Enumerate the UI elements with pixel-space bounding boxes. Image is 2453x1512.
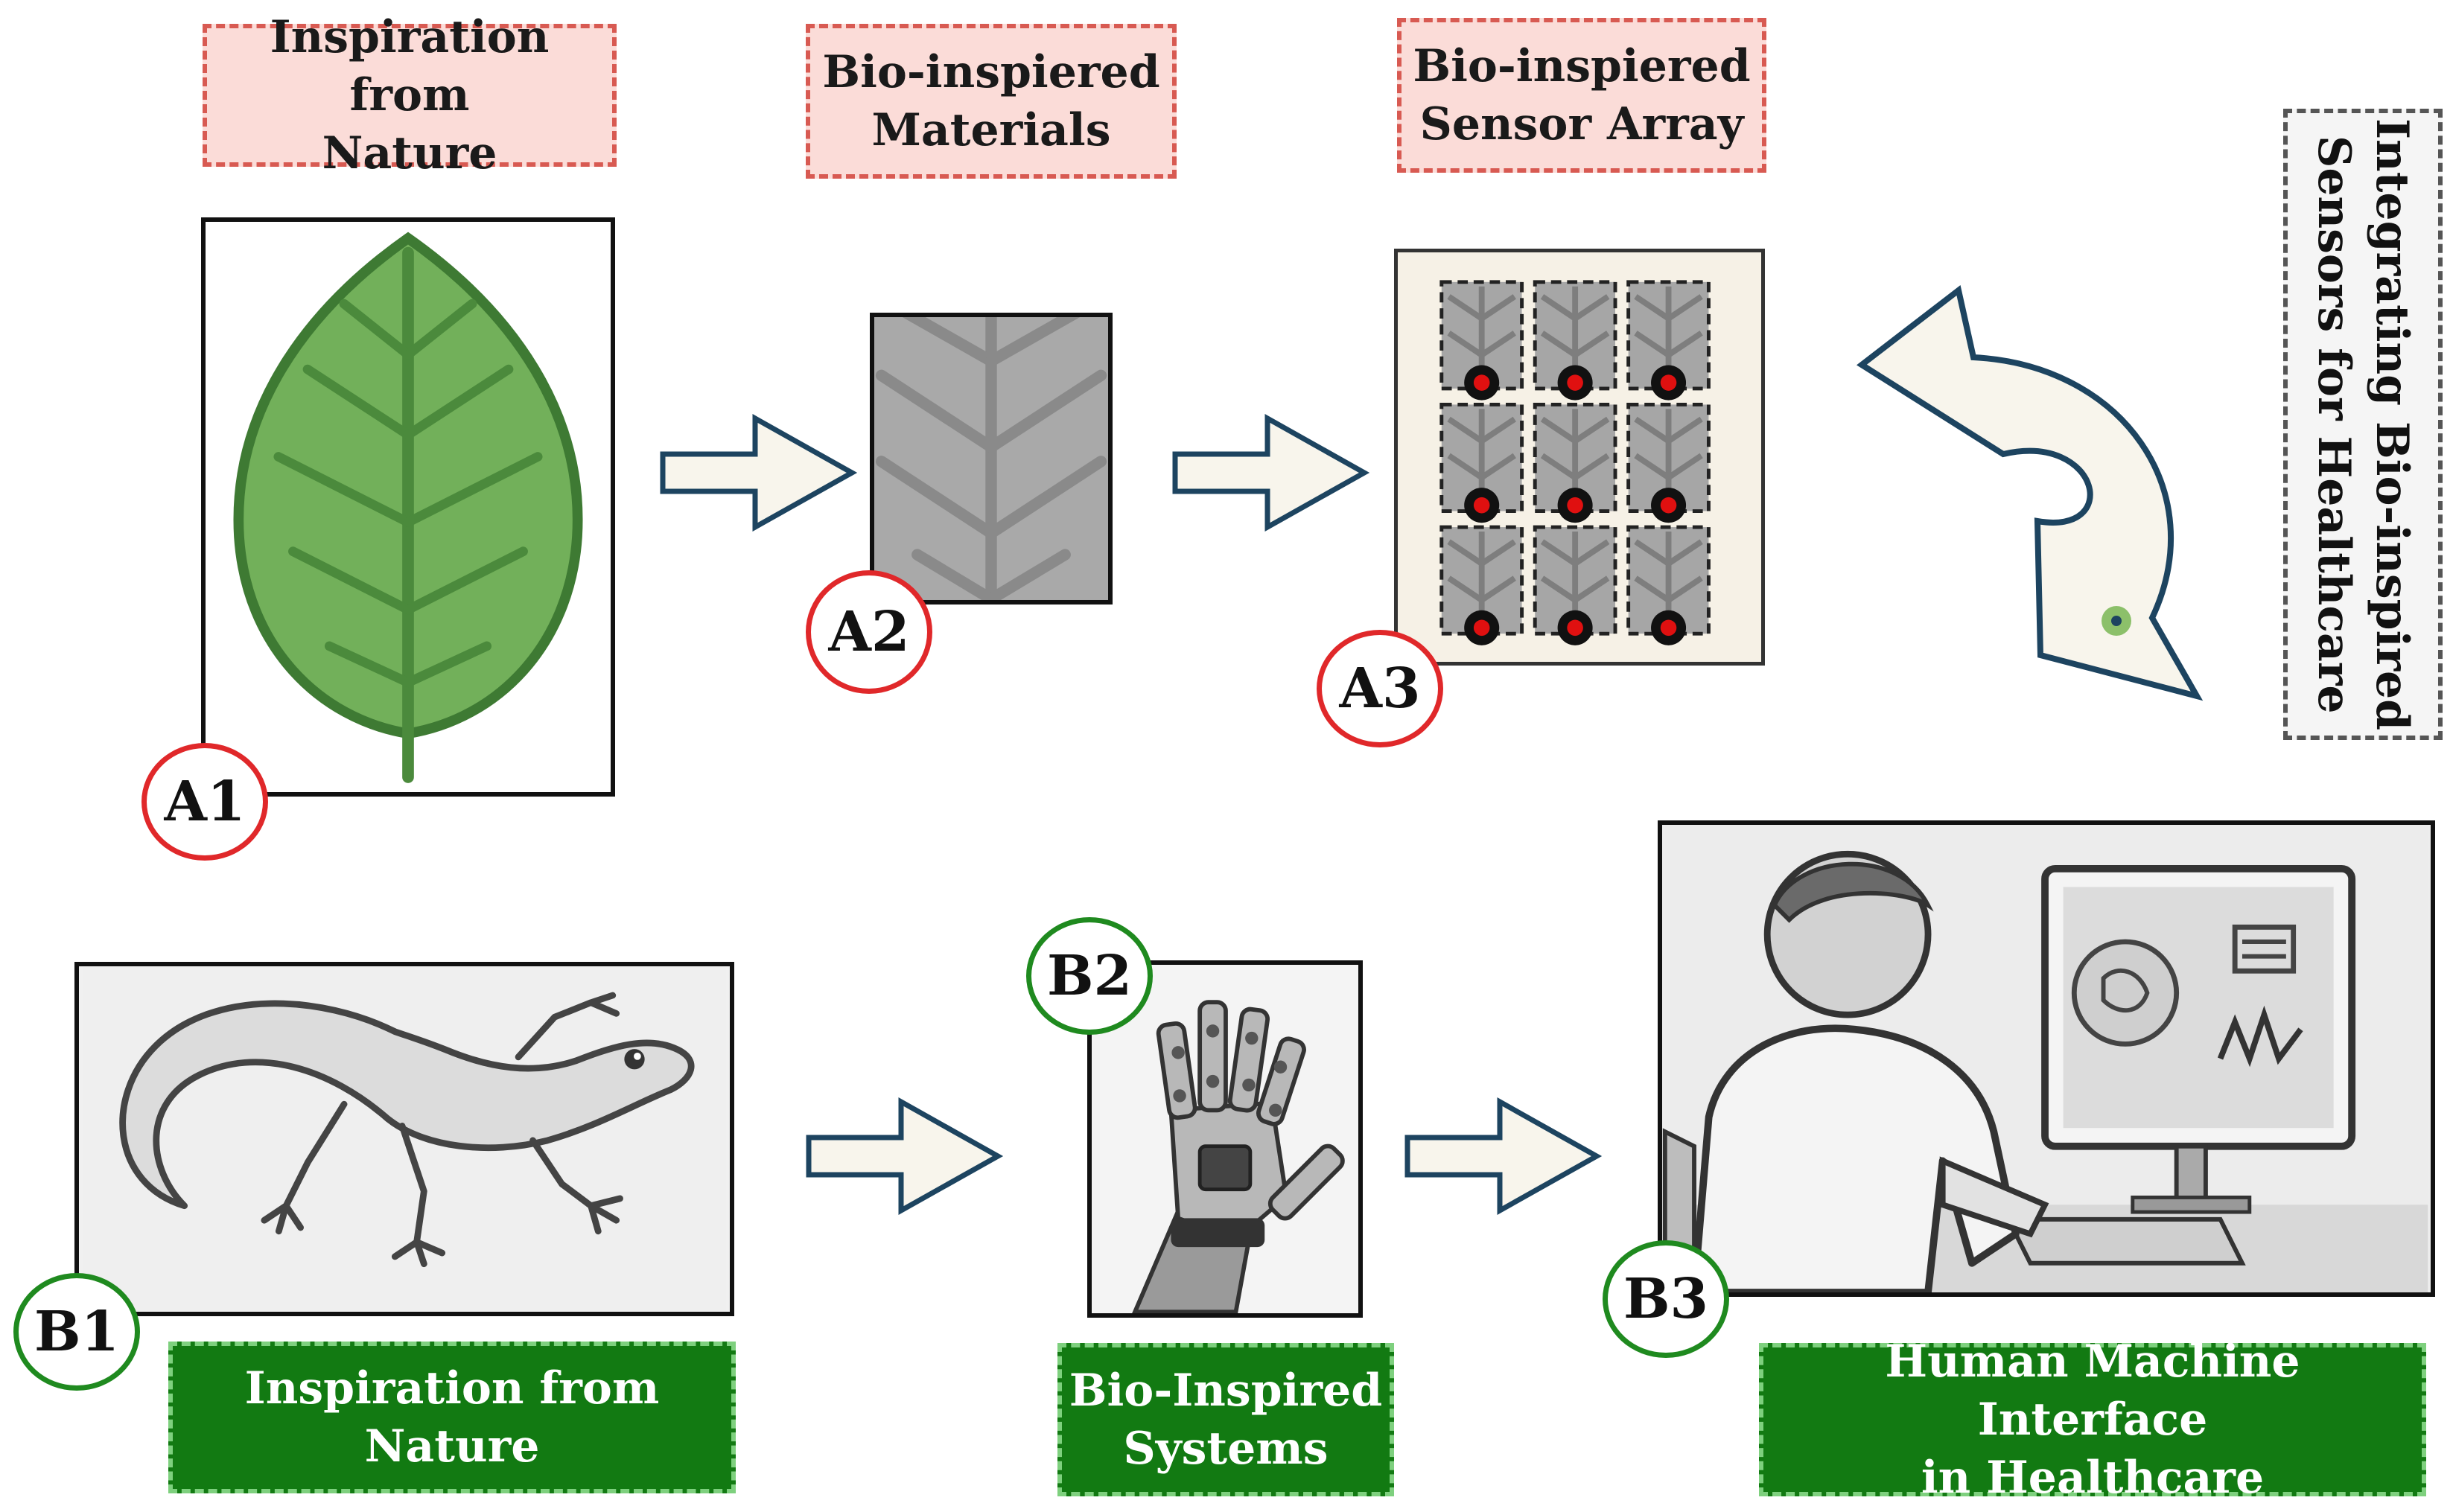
material-panel xyxy=(870,313,1113,605)
leaf-icon xyxy=(233,232,583,783)
label-human-machine-interface: Human Machine Interface in Healthcare xyxy=(1759,1336,2426,1504)
hmi-panel xyxy=(1658,820,2435,1297)
doctor-computer-icon xyxy=(1662,825,2428,1292)
lizard-panel xyxy=(74,962,734,1316)
badge-a3: A3 xyxy=(1317,630,1443,747)
curved-arrow-icon xyxy=(1857,284,2204,701)
sensor-cell xyxy=(1626,525,1711,645)
sensor-cell xyxy=(1439,525,1524,645)
label-bio-inspiered-materials: Bio-inspiered Materials xyxy=(806,24,1177,179)
sensor-array-panel xyxy=(1394,249,1765,666)
arrow-right-icon xyxy=(660,414,858,532)
sensor-cell xyxy=(1533,402,1617,523)
label-bio-inspiered-sensor-array: Bio-inspiered Sensor Array xyxy=(1397,18,1766,173)
leaf-panel xyxy=(201,217,615,797)
leaf-texture-icon xyxy=(874,317,1108,600)
arrow-right-icon xyxy=(1404,1097,1603,1215)
sensor-cell xyxy=(1439,402,1524,523)
badge-b2: B2 xyxy=(1026,917,1153,1035)
arrow-right-icon xyxy=(1172,414,1370,532)
badge-b3: B3 xyxy=(1603,1240,1729,1358)
badge-a1: A1 xyxy=(141,743,268,861)
sensor-cell xyxy=(1533,525,1617,645)
arrow-right-icon xyxy=(806,1097,1004,1215)
label-inspiration-from-nature-top: Inspiration from Nature xyxy=(203,11,617,179)
robotic-hand-icon xyxy=(1092,966,1358,1313)
badge-a2: A2 xyxy=(806,570,932,694)
label-bio-inspired-systems: Bio-Inspired Systems xyxy=(1057,1343,1394,1496)
lizard-icon xyxy=(83,966,726,1312)
robotic-hand-panel xyxy=(1087,960,1363,1318)
sensor-array-icon xyxy=(1439,280,1711,645)
label-inspiration-from-nature-bottom: Inspiration from Nature xyxy=(168,1342,736,1493)
badge-b1: B1 xyxy=(13,1273,140,1391)
sensor-cell xyxy=(1626,280,1711,401)
sensor-cell xyxy=(1439,280,1524,401)
sensor-cell xyxy=(1626,402,1711,523)
label-integrating-sensors-healthcare: Integrating Bio-inspired Sensors for Hea… xyxy=(2283,109,2443,740)
sensor-cell xyxy=(1533,280,1617,401)
label-integrating-sensors-text: Integrating Bio-inspired Sensors for Hea… xyxy=(2308,118,2418,731)
